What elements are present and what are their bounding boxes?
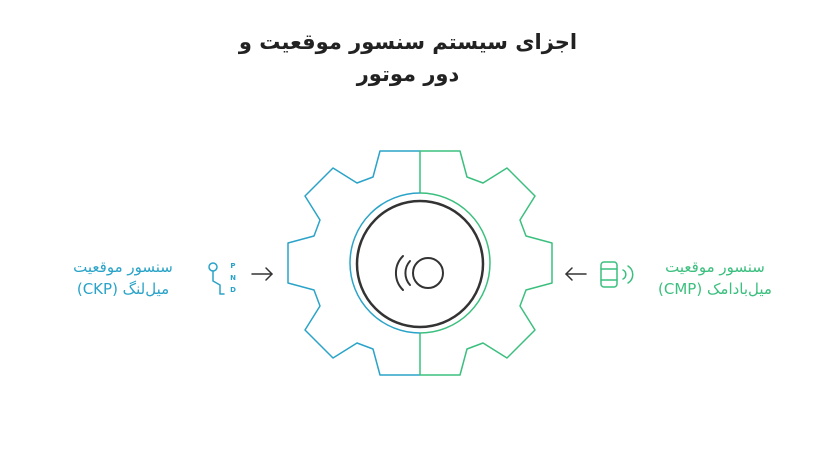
title-line-1: اجزای سیستم سنسور موقعیت و [238, 30, 578, 54]
sound-wave-icon [394, 255, 444, 291]
title-line-2: دور موتور [356, 62, 460, 86]
inner-ring-left [349, 192, 421, 334]
gear-shifter-icon: P N D [208, 262, 236, 295]
cmp-sensor-label: سنسور موقعیت میل‌بادامک (CMP) [640, 256, 790, 300]
sensor-signal-icon [600, 261, 634, 288]
ckp-label-line-2: میل‌لنگ (CKP) [76, 280, 170, 298]
gear-left-half [287, 150, 420, 376]
ckp-label-line-1: سنسور موقعیت [73, 258, 173, 276]
cmp-label-line-1: سنسور موقعیت [665, 258, 765, 276]
left-arrow-icon [251, 267, 273, 281]
gear-right-half [420, 150, 553, 376]
diagram-title: اجزای سیستم سنسور موقعیت و دور موتور [0, 26, 816, 90]
shifter-letter-d: D [230, 286, 236, 294]
shifter-letter-n: N [230, 274, 236, 282]
right-arrow-icon [565, 267, 587, 281]
shifter-letter-p: P [230, 262, 235, 270]
center-hub [355, 199, 485, 329]
cmp-label-line-2: میل‌بادامک (CMP) [658, 280, 772, 298]
inner-ring-right [419, 192, 491, 334]
ckp-sensor-label: سنسور موقعیت میل‌لنگ (CKP) [48, 256, 198, 300]
